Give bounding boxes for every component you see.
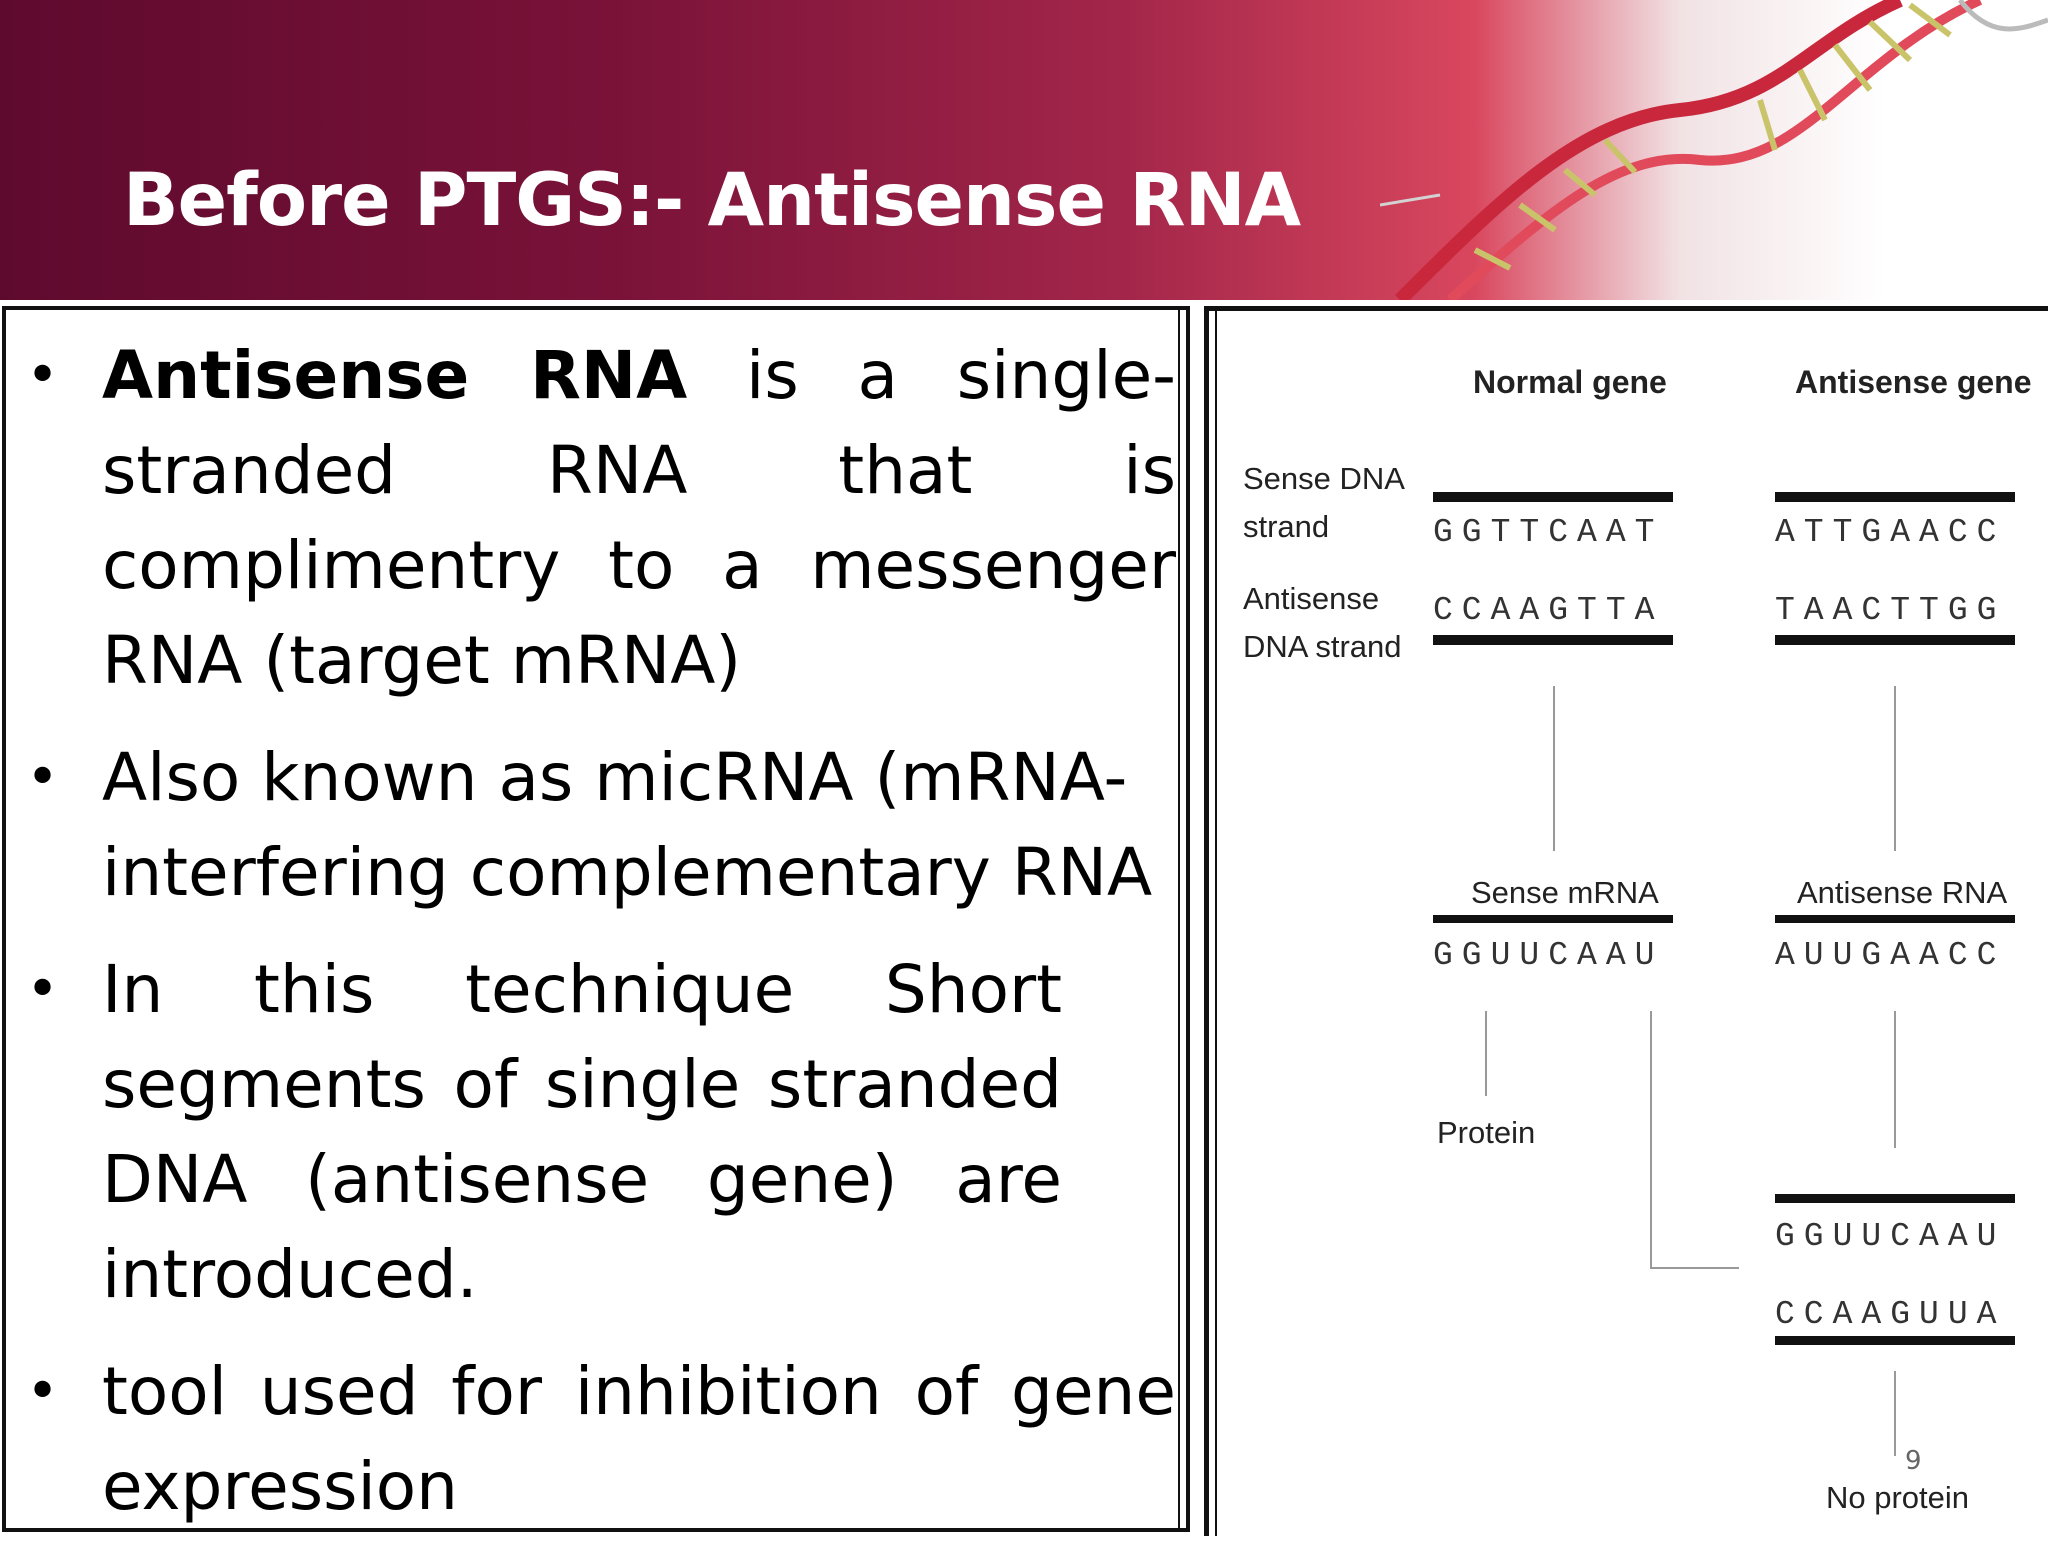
duplex-top-sequence: GGUUCAAU (1775, 1218, 2005, 1255)
protein-label: Protein (1437, 1115, 1535, 1150)
connector-line (1650, 1011, 1739, 1269)
dna-strand-bar (1433, 635, 1673, 645)
bullet-list: • Antisense RNA is a single-stranded RNA… (26, 328, 1176, 1556)
bullet-dot-icon: • (26, 1359, 60, 1424)
antisense-rna-sequence: AUUGAACC (1775, 937, 2005, 974)
normal-antisense-sequence: CCAAGTTA (1433, 592, 1663, 629)
sense-mrna-sequence: GGUUCAAU (1433, 937, 1663, 974)
dna-strand-bar (1775, 635, 2015, 645)
rna-strand-bar (1775, 915, 2015, 923)
sense-dna-label: strand (1243, 509, 1329, 544)
bullet-text: In this technique Short segments of sing… (102, 951, 1062, 1313)
antisense-diagram-panel: Normal gene Antisense gene Sense DNA str… (1204, 306, 2048, 1536)
duplex-strand-bar (1775, 1194, 2015, 1203)
page-number: 9 (1905, 1446, 1922, 1476)
dna-strand-bar (1775, 492, 2015, 502)
bullet-text: tool used for inhibition of gene express… (102, 1353, 1176, 1525)
bullet-item: • Also known as micRNA (mRNA-interfering… (26, 730, 1176, 920)
bullet-dot-icon: • (26, 957, 60, 1022)
bullet-text-panel: • Antisense RNA is a single-stranded RNA… (2, 306, 1190, 1532)
sense-dna-label: Sense DNA (1243, 461, 1405, 496)
title-banner: Before PTGS:- Antisense RNA (0, 0, 2048, 300)
slide-title: Before PTGS:- Antisense RNA (123, 158, 1301, 243)
dna-strand-bar (1433, 492, 1673, 502)
antisense-gene-sense-sequence: ATTGAACC (1775, 514, 2005, 551)
bullet-item: • In this technique Short segments of si… (26, 942, 1062, 1322)
duplex-bottom-sequence: CCAAGUUA (1775, 1296, 2005, 1333)
antisense-gene-antisense-sequence: TAACTTGG (1775, 592, 2005, 629)
bullet-dot-icon: • (26, 343, 60, 408)
bullet-item: • tool used for inhibition of gene expre… (26, 1344, 1176, 1534)
antisense-rna-label: Antisense RNA (1797, 875, 2008, 910)
no-protein-label: No protein (1826, 1480, 1969, 1515)
rna-strand-bar (1433, 915, 1673, 923)
antisense-dna-label: Antisense (1243, 581, 1379, 616)
bullet-text: Also known as micRNA (mRNA-interfering c… (102, 739, 1153, 911)
dna-helix-image (1380, 0, 2048, 300)
antisense-gene-heading: Antisense gene (1795, 364, 2032, 400)
antisense-diagram: Normal gene Antisense gene Sense DNA str… (1243, 364, 2032, 1515)
bullet-dot-icon: • (26, 745, 60, 810)
sense-mrna-label: Sense mRNA (1471, 875, 1659, 910)
duplex-strand-bar (1775, 1336, 2015, 1345)
bullet-text: is a single-stranded RNA that is complim… (102, 337, 1176, 699)
normal-gene-heading: Normal gene (1473, 364, 1667, 400)
bullet-bold-term: Antisense RNA (102, 337, 688, 414)
normal-sense-sequence: GGTTCAAT (1433, 514, 1663, 551)
bullet-item: • Antisense RNA is a single-stranded RNA… (26, 328, 1176, 708)
antisense-dna-label: DNA strand (1243, 629, 1402, 664)
